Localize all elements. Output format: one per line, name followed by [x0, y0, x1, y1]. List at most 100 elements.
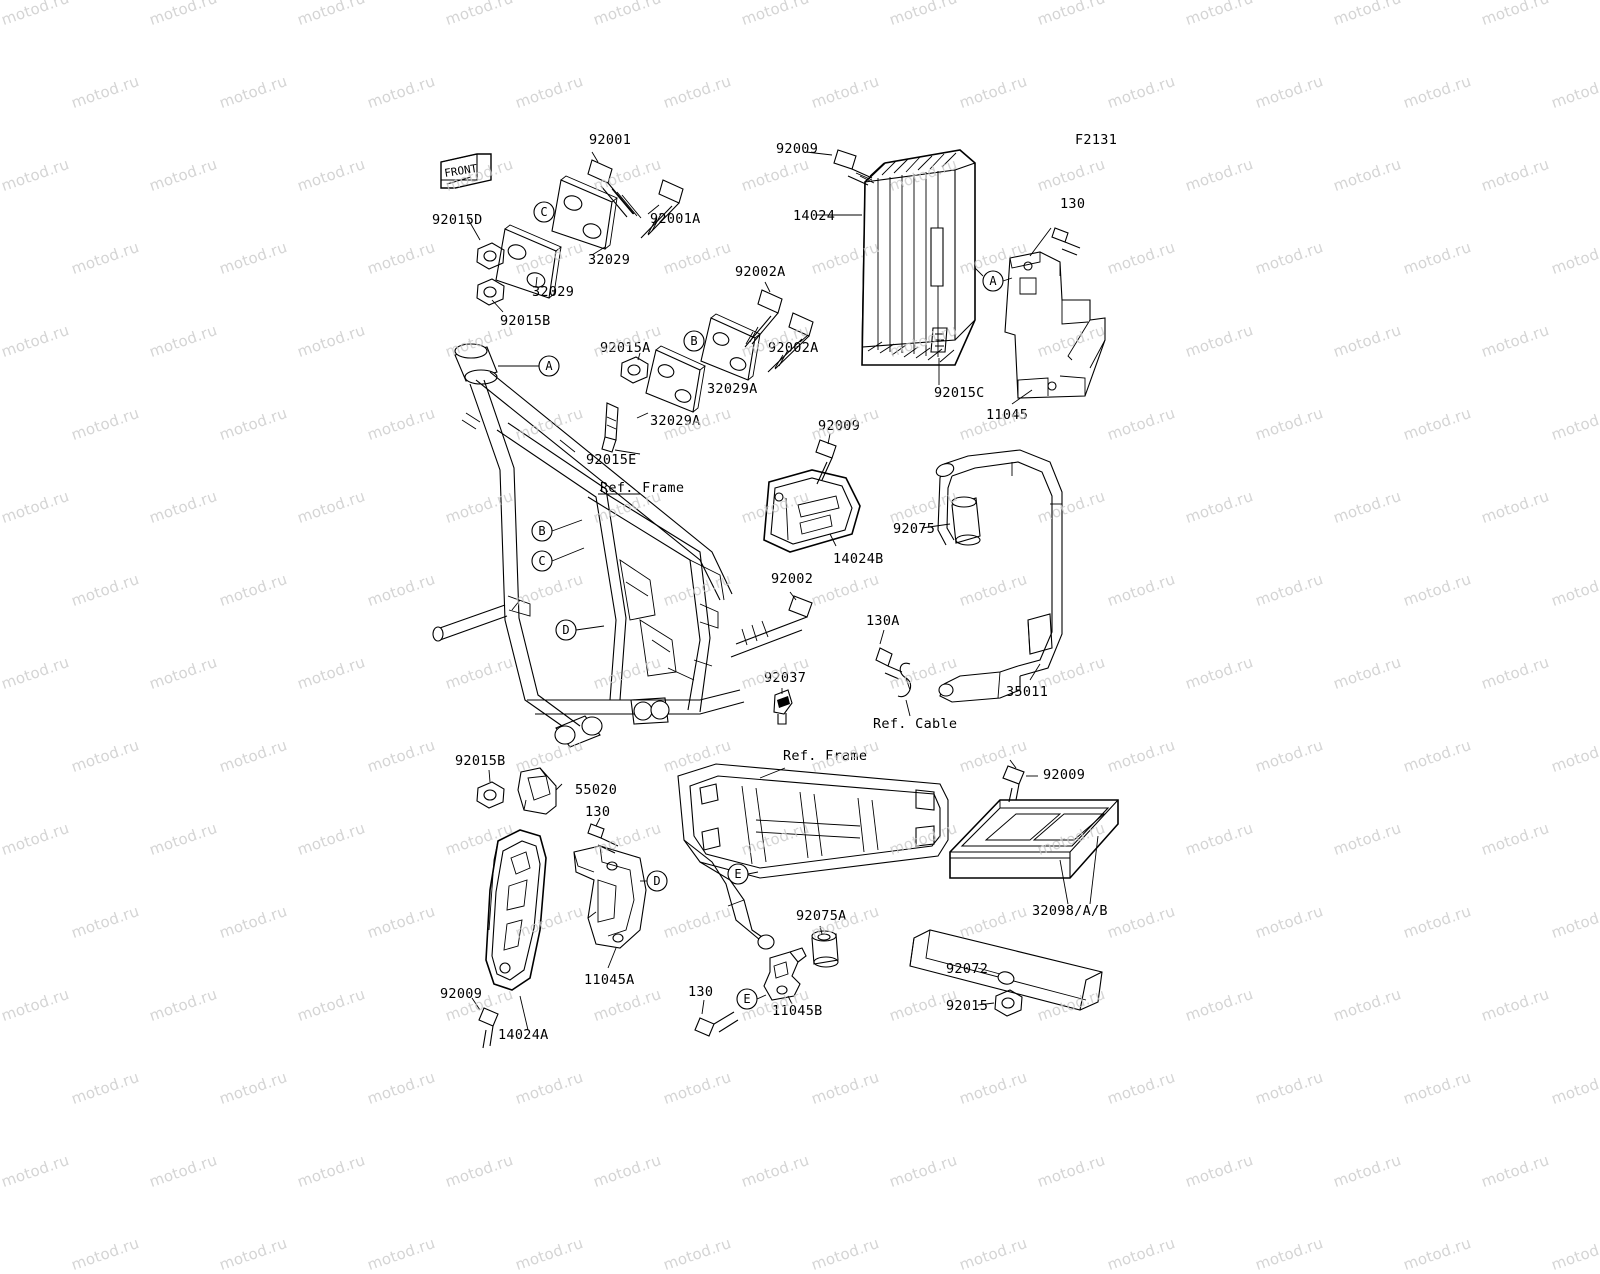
leader	[922, 524, 950, 528]
watermark-text: motod.ru	[660, 1234, 734, 1274]
leader	[638, 353, 640, 360]
leader	[472, 998, 480, 1010]
leader	[489, 770, 490, 782]
reference-label: Ref. Frame	[783, 748, 868, 764]
part-callout: 92001A	[650, 211, 701, 227]
part-callout: 92002A	[768, 340, 819, 356]
part-callout: 35011	[1006, 684, 1049, 700]
bracket-32029-upper	[552, 176, 617, 249]
nut-92015B-upper	[477, 279, 504, 305]
watermark-text: motod.ru	[68, 1234, 142, 1274]
part-callout: 92037	[764, 670, 807, 686]
watermark-text: motod.ru	[216, 1234, 290, 1274]
part-callout: 130	[688, 984, 714, 1000]
part-callout: 130A	[866, 613, 900, 629]
part-callout: 14024A	[498, 1027, 549, 1043]
leader	[1003, 278, 1012, 281]
leader	[820, 926, 822, 934]
part-callout: 130	[1060, 196, 1086, 212]
part-callout: 32029	[588, 252, 631, 268]
svg-text:FRONT: FRONT	[443, 162, 478, 180]
watermark-text: motod.ru	[1548, 1234, 1600, 1274]
leader	[637, 413, 648, 418]
bracket-11045B	[764, 948, 806, 1000]
part-callout: 92001	[589, 132, 632, 148]
bolt-92009-mid	[816, 440, 836, 484]
screw-130-bracket	[588, 824, 618, 853]
ref-circle	[534, 202, 554, 222]
svg-text:D: D	[562, 623, 569, 637]
part-callout: 55020	[575, 782, 618, 798]
svg-text:E: E	[743, 992, 750, 1006]
leader	[468, 219, 480, 240]
svg-text:E: E	[734, 867, 741, 881]
part-callout: 92015B	[455, 753, 506, 769]
leader	[788, 996, 792, 1004]
part-callout: 92009	[818, 418, 861, 434]
part-callout: 130	[585, 804, 611, 820]
leader	[702, 1000, 704, 1014]
bracket-32029A-upper	[701, 314, 760, 380]
part-callout: 32098/A/B	[1032, 903, 1108, 919]
cover-14024A	[486, 830, 546, 990]
leader	[760, 768, 785, 778]
part-callout: 32029	[532, 284, 575, 300]
svg-text:C: C	[540, 205, 547, 219]
part-callout: 11045A	[584, 972, 635, 988]
battery-tray-32098	[950, 800, 1118, 878]
watermark-text: motod.ru	[1104, 1234, 1178, 1274]
svg-text:C: C	[538, 554, 545, 568]
part-callout: 14024B	[833, 551, 884, 567]
part-callout: 92015B	[500, 313, 551, 329]
leader	[806, 152, 832, 155]
svg-text:B: B	[690, 334, 697, 348]
watermark-text: motod.ru	[1400, 1234, 1474, 1274]
part-callout: 92015C	[934, 385, 985, 401]
reference-label: Ref. Cable	[873, 716, 958, 732]
svg-text:A: A	[989, 274, 997, 288]
part-callout: 32029A	[707, 381, 758, 397]
leader	[492, 300, 503, 312]
leader	[978, 968, 1000, 974]
leader	[830, 534, 836, 546]
watermark-text: motod.ru	[1252, 1234, 1326, 1274]
svg-text:D: D	[653, 874, 660, 888]
part-callout: 92015A	[600, 340, 651, 356]
leader	[615, 450, 640, 454]
watermark-text: motod.ru	[808, 1234, 882, 1274]
diagram-code: F2131	[1075, 132, 1118, 148]
leader	[906, 700, 910, 716]
bolt-92002A-lower	[768, 313, 813, 372]
part-callout: 32029A	[650, 413, 701, 429]
leader	[576, 626, 604, 630]
part-callout: 92002	[771, 571, 814, 587]
ref-frame-main	[433, 344, 744, 747]
guard-35011	[934, 450, 1062, 702]
leader	[800, 335, 808, 342]
nut-92015-bottom	[995, 990, 1022, 1016]
bracket-32029-lower	[496, 225, 561, 298]
part-callout: 92075A	[796, 908, 847, 924]
svg-text:A: A	[545, 359, 553, 373]
grommet-92075A	[812, 931, 838, 967]
clamp-92037	[774, 690, 792, 724]
part-callout: 11045B	[772, 1003, 823, 1019]
part-callout: 92009	[440, 986, 483, 1002]
guard-55020	[518, 768, 556, 814]
bolt-92001	[588, 160, 641, 218]
bolt-92009-right	[1003, 760, 1024, 802]
clip-92015E	[602, 403, 618, 452]
leader	[552, 548, 584, 561]
part-callout: 92075	[893, 521, 936, 537]
hook-130A	[876, 648, 911, 697]
watermark-text: motod.ru	[364, 1234, 438, 1274]
part-callout: 92072	[946, 961, 989, 977]
ref-circle	[684, 331, 704, 351]
leader	[978, 1003, 994, 1005]
strap-92072	[910, 930, 1102, 1010]
leader	[765, 282, 770, 292]
reference-label: Ref. Frame	[600, 480, 685, 496]
bracket-11045A	[574, 846, 646, 948]
screw-130-top	[1052, 228, 1080, 255]
